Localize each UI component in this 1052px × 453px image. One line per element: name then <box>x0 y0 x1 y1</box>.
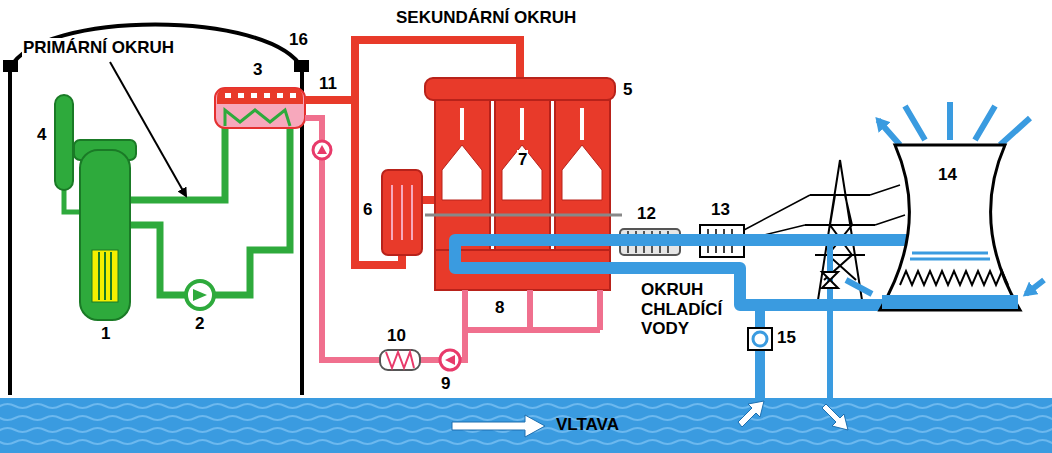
primary-cold-leg <box>130 128 290 295</box>
river-waves <box>0 404 1052 444</box>
feed-pump <box>313 141 331 159</box>
fuel-rods <box>99 252 111 300</box>
condensate-line <box>460 290 600 360</box>
callout-number: 3 <box>252 60 263 80</box>
circuit-label: OKRUH CHLADÍCÍ VODY <box>640 280 732 339</box>
callout-number: 8 <box>494 298 505 318</box>
u-tubes <box>225 110 290 126</box>
river-band: VLTAVA <box>0 398 1052 453</box>
containment-cap <box>3 60 18 72</box>
makeup-water-pipe <box>755 305 765 405</box>
cooling-tower-outline <box>860 135 1040 315</box>
cooling-tower-shell <box>880 145 1020 310</box>
callout-number: 7 <box>517 150 528 170</box>
feedwater-pump <box>440 350 460 370</box>
turbine-blades <box>442 145 602 200</box>
containment <box>10 25 302 396</box>
turbine <box>435 100 610 250</box>
tower-fill <box>900 271 1008 285</box>
circuit-label: PRIMÁRNÍ OKRUH <box>22 38 175 58</box>
pump-symbol <box>753 332 767 346</box>
discharge-arrow <box>822 404 848 430</box>
reheater-outlet <box>422 196 436 204</box>
steam-generator <box>215 88 305 128</box>
reheater-tubes <box>392 185 412 240</box>
valve-symbol <box>822 272 838 288</box>
cooling-pump <box>748 328 772 350</box>
callout-number: 1 <box>100 324 111 344</box>
callout-number: 4 <box>36 125 47 145</box>
turbine-inlet <box>462 108 582 140</box>
reactor-vessel <box>80 150 130 320</box>
containment-cap <box>294 60 309 72</box>
leader-line <box>110 62 186 196</box>
callout-number: 6 <box>362 200 373 220</box>
steam-generator-pattern <box>225 93 296 98</box>
blowdown-pipe <box>827 240 833 405</box>
callout-number: 9 <box>440 374 451 394</box>
primary-hot-leg <box>130 128 225 200</box>
callout-number: 11 <box>318 74 338 94</box>
river-band-outline <box>0 398 1052 453</box>
pylon <box>805 160 875 300</box>
heater-coil <box>386 352 414 368</box>
callout-number: 12 <box>636 204 657 224</box>
vapour-arrow <box>878 102 1030 145</box>
cooling-tower: 14 <box>860 135 1040 315</box>
feedwater-heater <box>380 350 420 370</box>
pump-symbol <box>317 145 327 154</box>
callout-number: 15 <box>776 328 797 348</box>
callout-number: 16 <box>288 30 309 50</box>
pressurizer-pipe <box>64 190 80 212</box>
tower-basin <box>882 295 1018 309</box>
callout-number: 13 <box>710 200 731 220</box>
callout-number: 10 <box>386 326 407 346</box>
pump-symbol <box>193 289 207 301</box>
callout-number: 5 <box>622 80 633 100</box>
power-line <box>870 185 905 225</box>
water-distribution <box>910 253 990 259</box>
circuit-label: SEKUNDÁRNÍ OKRUH <box>395 8 577 28</box>
steam-generator-top <box>217 88 303 104</box>
power-line <box>744 195 810 240</box>
callout-number: 2 <box>194 314 205 334</box>
separator-reheater <box>382 170 422 255</box>
steam-manifold <box>425 78 615 100</box>
feedwater-line <box>305 118 440 360</box>
pressurizer <box>55 95 73 190</box>
pump-symbol <box>445 355 455 365</box>
main-circulation-pump <box>186 281 214 309</box>
intake-arrow <box>738 401 764 427</box>
reactor-core <box>92 250 118 302</box>
flow-arrow <box>452 415 545 437</box>
callout-number: 14 <box>938 165 957 185</box>
river-name: VLTAVA <box>556 415 619 435</box>
turbine-shaft <box>425 214 622 217</box>
